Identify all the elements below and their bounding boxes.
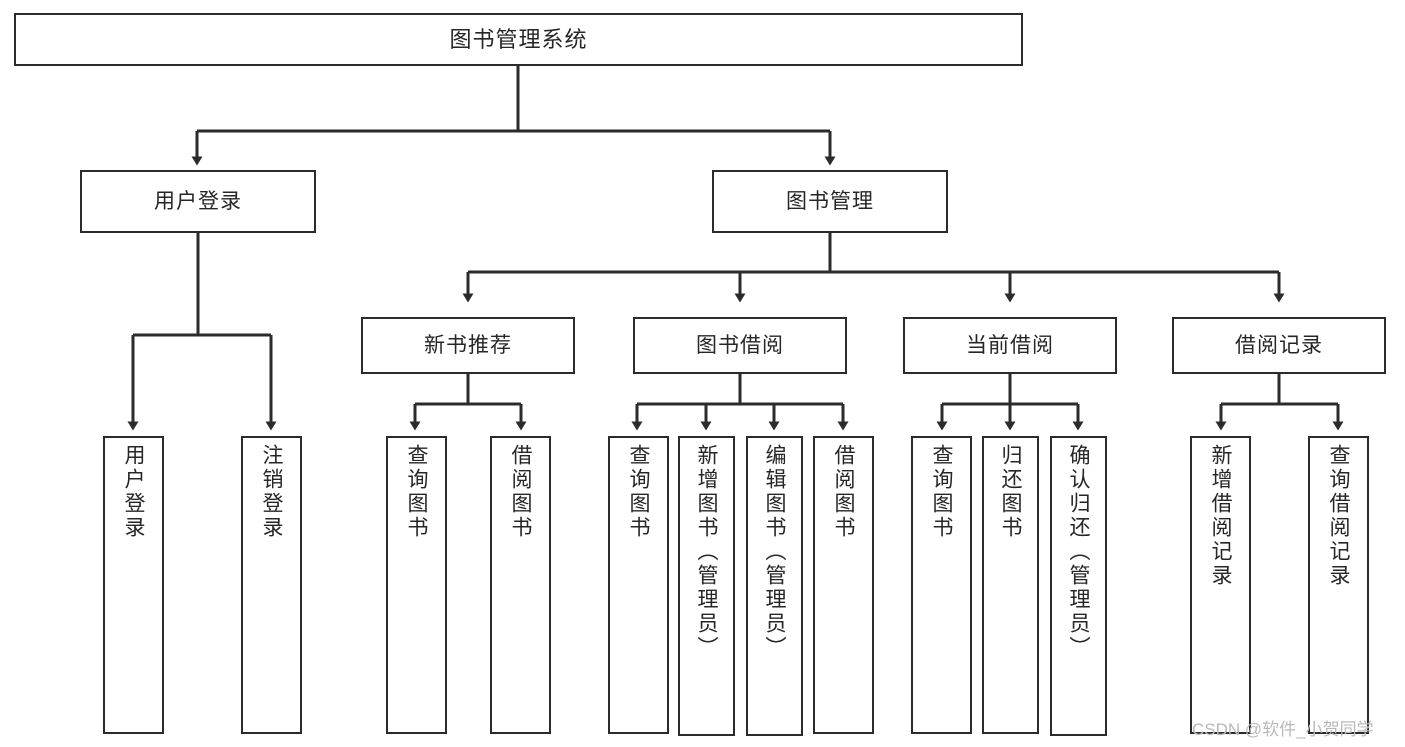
leaf-records-add-record[interactable]: 新增借阅记录 — [1190, 436, 1251, 734]
leaf-recommend-borrow-book[interactable]: 借阅图书 — [490, 436, 551, 734]
leaf-user-login-signin-label: 用户登录 — [122, 444, 145, 540]
node-user-login-label: 用户登录 — [154, 190, 242, 213]
leaf-recommend-query-book-label: 查询图书 — [405, 444, 428, 540]
leaf-user-login-signin[interactable]: 用户登录 — [103, 436, 164, 734]
node-new-book-recommend-label: 新书推荐 — [424, 334, 512, 357]
node-new-book-recommend[interactable]: 新书推荐 — [361, 317, 575, 374]
leaf-borrow-add-book-admin-label: 新增图书（管理员） — [695, 444, 718, 660]
leaf-current-confirm-return-admin[interactable]: 确认归还（管理员） — [1050, 436, 1107, 736]
node-current-borrow[interactable]: 当前借阅 — [903, 317, 1117, 374]
node-book-borrow[interactable]: 图书借阅 — [633, 317, 847, 374]
leaf-current-query-book[interactable]: 查询图书 — [911, 436, 972, 734]
leaf-current-return-book-label: 归还图书 — [999, 444, 1022, 540]
leaf-current-return-book[interactable]: 归还图书 — [982, 436, 1039, 734]
csdn-watermark: CSDN @软件_小贺同学 — [1192, 720, 1374, 739]
node-borrow-records-label: 借阅记录 — [1235, 334, 1323, 357]
leaf-records-query-record[interactable]: 查询借阅记录 — [1308, 436, 1369, 734]
node-borrow-records[interactable]: 借阅记录 — [1172, 317, 1386, 374]
leaf-borrow-query-book[interactable]: 查询图书 — [608, 436, 669, 734]
leaf-recommend-query-book[interactable]: 查询图书 — [386, 436, 447, 734]
leaf-borrow-add-book-admin[interactable]: 新增图书（管理员） — [678, 436, 735, 736]
leaf-current-confirm-return-admin-label: 确认归还（管理员） — [1067, 444, 1090, 660]
leaf-borrow-edit-book-admin[interactable]: 编辑图书（管理员） — [746, 436, 803, 736]
node-root-system-label: 图书管理系统 — [449, 26, 588, 52]
node-book-management-label: 图书管理 — [786, 190, 874, 213]
leaf-borrow-edit-book-admin-label: 编辑图书（管理员） — [763, 444, 786, 660]
node-book-borrow-label: 图书借阅 — [696, 334, 784, 357]
node-current-borrow-label: 当前借阅 — [966, 334, 1054, 357]
leaf-borrow-borrow-book-label: 借阅图书 — [832, 444, 855, 540]
leaf-user-login-signout[interactable]: 注销登录 — [241, 436, 302, 734]
leaf-borrow-query-book-label: 查询图书 — [627, 444, 650, 540]
leaf-records-query-record-label: 查询借阅记录 — [1327, 444, 1350, 588]
leaf-recommend-borrow-book-label: 借阅图书 — [509, 444, 532, 540]
leaf-records-add-record-label: 新增借阅记录 — [1209, 444, 1232, 588]
leaf-borrow-borrow-book[interactable]: 借阅图书 — [813, 436, 874, 734]
node-root-system[interactable]: 图书管理系统 — [14, 13, 1023, 66]
node-book-management[interactable]: 图书管理 — [712, 170, 948, 233]
leaf-user-login-signout-label: 注销登录 — [260, 444, 283, 540]
node-user-login[interactable]: 用户登录 — [80, 170, 316, 233]
leaf-current-query-book-label: 查询图书 — [930, 444, 953, 540]
